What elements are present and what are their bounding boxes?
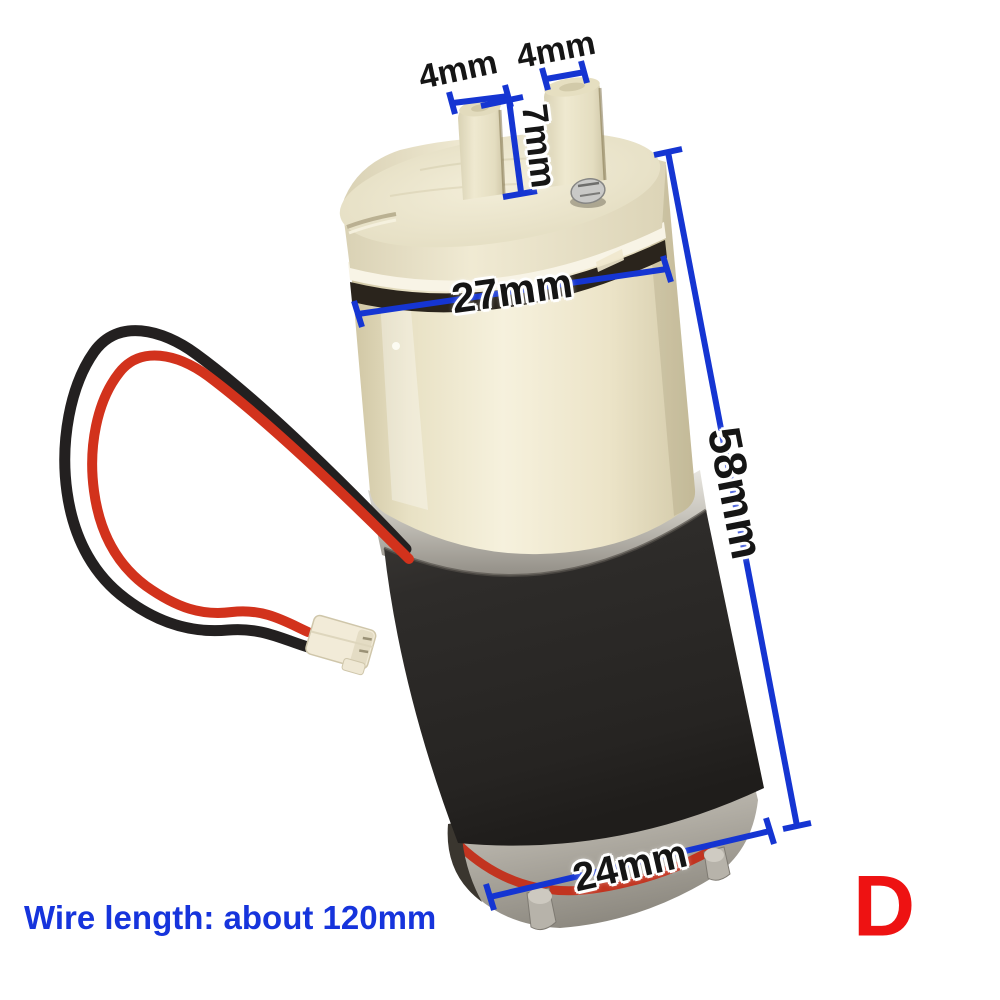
dim-line-58mm bbox=[653, 146, 812, 832]
solder-pin-right bbox=[703, 846, 731, 881]
solder-pin-left bbox=[526, 887, 557, 931]
dimension-lines bbox=[351, 60, 812, 911]
motor-gasket-shadow bbox=[447, 822, 482, 902]
label-nozzle-height: 7mm bbox=[514, 101, 565, 191]
red-wire-arc bbox=[455, 841, 713, 896]
nozzle-left bbox=[458, 99, 506, 200]
body-highlight-dot bbox=[392, 342, 400, 350]
dim-line-27mm bbox=[351, 255, 674, 328]
screw bbox=[570, 178, 606, 208]
black-wire bbox=[59, 325, 412, 653]
dim-line-24mm bbox=[483, 817, 777, 911]
foam-sleeve bbox=[383, 508, 764, 846]
wire-connector bbox=[305, 614, 377, 676]
dim-line-4mm-right bbox=[539, 60, 590, 91]
dim-line-7mm bbox=[480, 94, 538, 200]
red-wire bbox=[87, 350, 414, 637]
wire-length-note: Wire length: about 120mm bbox=[24, 899, 437, 936]
cap-notch bbox=[346, 212, 397, 229]
variant-letter: D bbox=[852, 858, 916, 955]
